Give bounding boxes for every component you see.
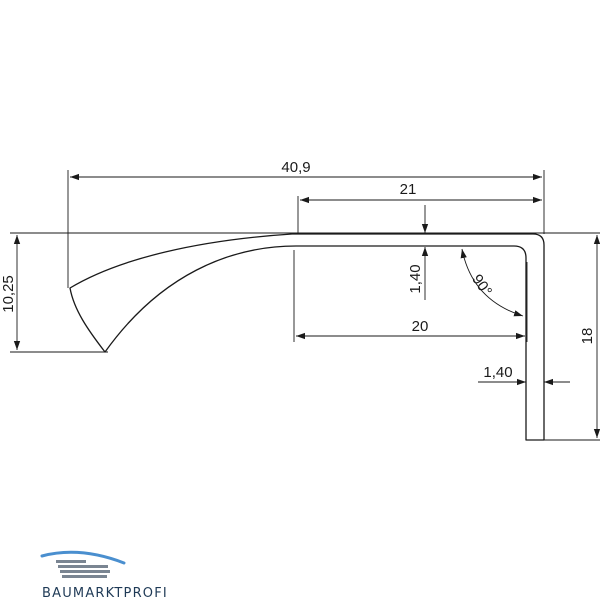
logo-bar-icon xyxy=(60,570,110,573)
dimension-lines xyxy=(13,173,600,438)
logo-bar-icon xyxy=(56,560,86,563)
logo-text: BAUMARKTPROFI xyxy=(42,586,168,600)
logo-bar-icon xyxy=(58,565,108,568)
dim-thickness-top: 1,40 xyxy=(407,264,424,293)
dim-height-left: 10,25 xyxy=(0,275,17,313)
profile-outline xyxy=(69,233,545,441)
extension-lines xyxy=(10,170,600,441)
logo-roof-icon xyxy=(40,550,126,565)
dim-angle: 90° xyxy=(468,271,495,299)
dim-inner-width: 20 xyxy=(412,318,429,335)
dim-height-right: 18 xyxy=(579,328,596,345)
dimension-labels: 40,9 21 20 10,25 18 1,40 1,40 90° xyxy=(0,159,596,381)
brand-logo: BAUMARKTPROFI xyxy=(40,550,168,600)
dim-thickness-leg: 1,40 xyxy=(483,364,512,381)
dim-top-width: 21 xyxy=(400,181,417,198)
dim-total-width: 40,9 xyxy=(281,159,310,176)
logo-bar-icon xyxy=(62,575,107,578)
dim-arc-angle xyxy=(460,248,524,317)
